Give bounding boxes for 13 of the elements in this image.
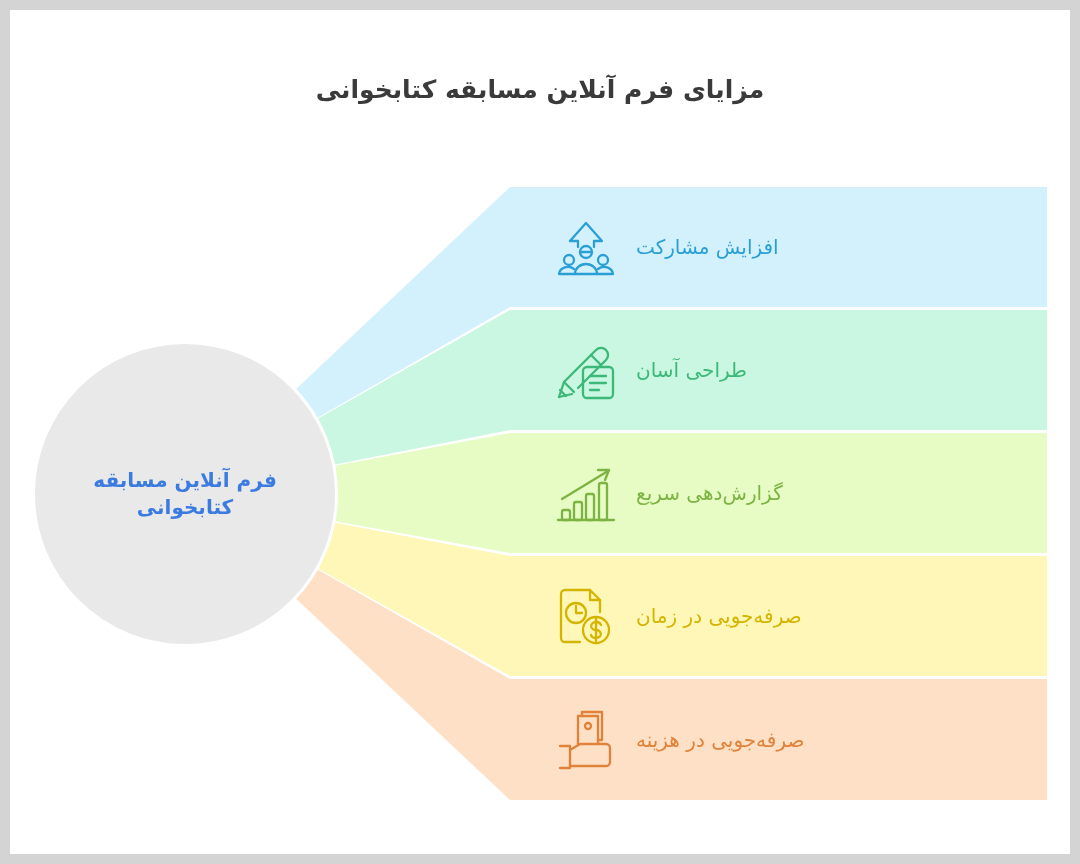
connector-wedge <box>318 522 510 676</box>
connector-wedge <box>335 433 510 553</box>
benefit-band <box>510 679 1047 800</box>
band-label: طراحی آسان <box>636 357 747 383</box>
circle-label: فرم آنلاین مسابقه کتابخوانی <box>92 467 278 521</box>
connector-wedge <box>296 187 510 418</box>
diagram-title: مزایای فرم آنلاین مسابقه کتابخوانی <box>315 74 765 107</box>
benefit-band <box>510 187 1047 307</box>
band-label: گزارش‌دهی سریع <box>636 480 783 506</box>
connector-wedge <box>296 569 510 800</box>
band-label: صرفه‌جویی در زمان <box>636 603 802 629</box>
band-label: افزایش مشارکت <box>636 234 779 260</box>
band-label: صرفه‌جویی در هزینه <box>636 726 805 753</box>
